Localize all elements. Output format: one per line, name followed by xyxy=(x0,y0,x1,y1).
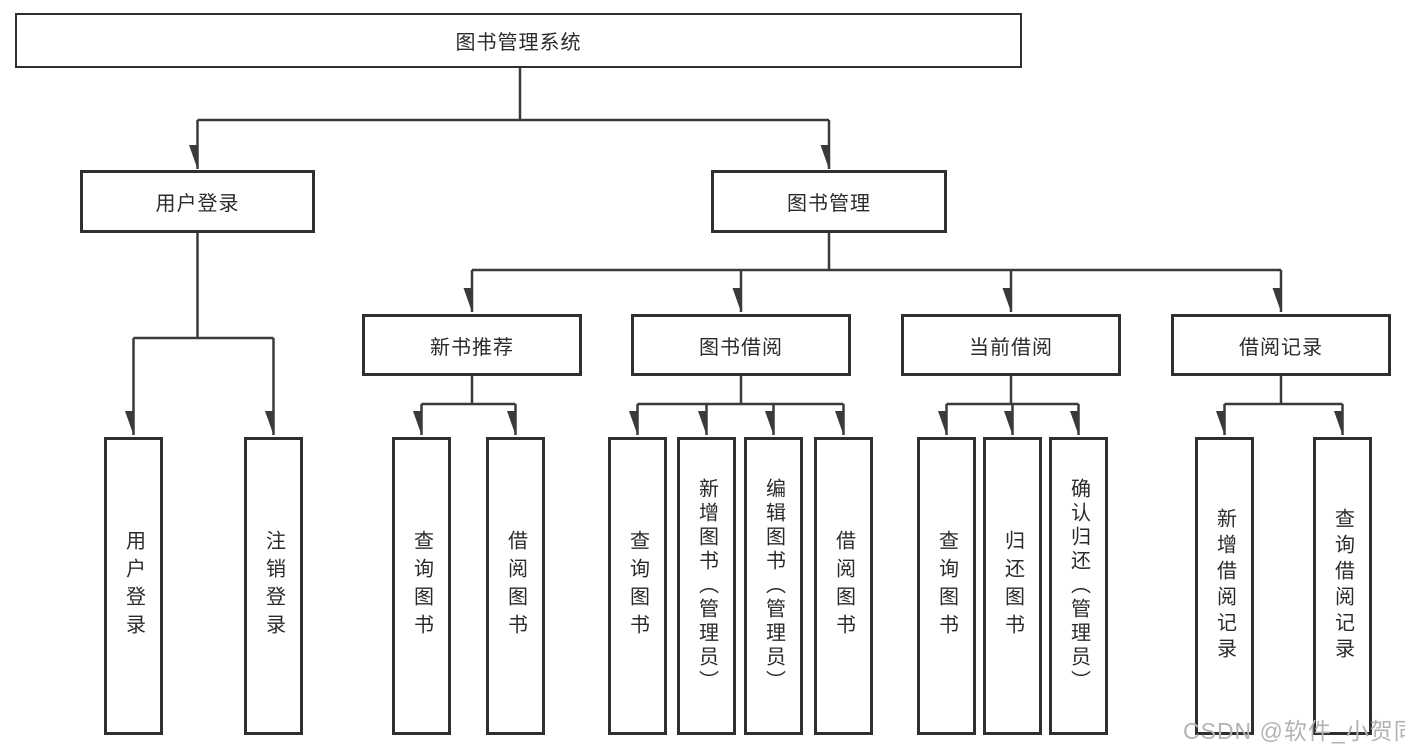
node-current-borrow: 当前借阅 xyxy=(901,314,1121,376)
leaf-add-borrow-record: 新增借阅记录 xyxy=(1195,437,1254,735)
leaf-user-login: 用户登录 xyxy=(104,437,163,735)
leaf-query-books-3: 查询图书 xyxy=(917,437,976,735)
leaf-query-books-2: 查询图书 xyxy=(608,437,667,735)
leaf-query-books-1: 查询图书 xyxy=(392,437,451,735)
leaf-borrow-books-2: 借阅图书 xyxy=(814,437,873,735)
leaf-logout: 注销登录 xyxy=(244,437,303,735)
leaf-confirm-return-admin: 确认归还（管理员） xyxy=(1049,437,1108,735)
node-book-borrow: 图书借阅 xyxy=(631,314,851,376)
csdn-watermark: CSDN @软件_小贺同学 xyxy=(1183,718,1405,744)
node-root-system: 图书管理系统 xyxy=(15,13,1022,68)
leaf-add-books-admin: 新增图书（管理员） xyxy=(677,437,736,735)
leaf-borrow-books-1: 借阅图书 xyxy=(486,437,545,735)
node-user-login: 用户登录 xyxy=(80,170,315,233)
leaf-return-books: 归还图书 xyxy=(983,437,1042,735)
leaf-query-borrow-record: 查询借阅记录 xyxy=(1313,437,1372,735)
connector-group xyxy=(134,67,1344,435)
node-new-book-recommend: 新书推荐 xyxy=(362,314,582,376)
leaf-edit-books-admin: 编辑图书（管理员） xyxy=(744,437,803,735)
node-borrow-records: 借阅记录 xyxy=(1171,314,1391,376)
node-book-management: 图书管理 xyxy=(711,170,947,233)
